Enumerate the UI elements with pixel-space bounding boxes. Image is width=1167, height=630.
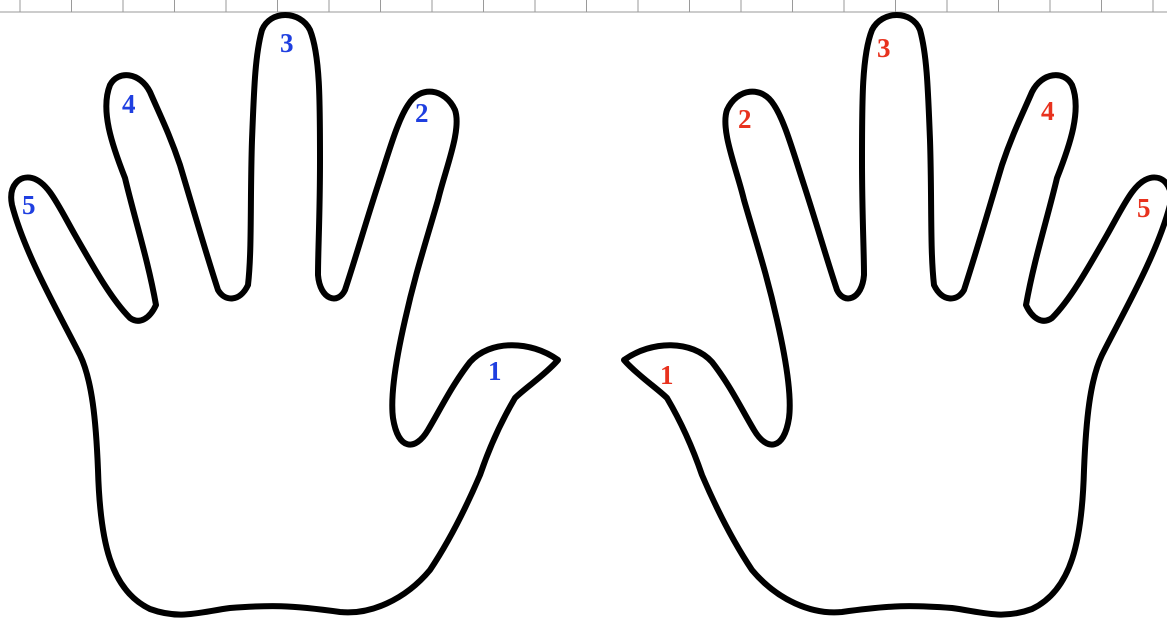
left-middle-number: 3 (280, 28, 294, 58)
right-thumb-number: 1 (660, 360, 674, 390)
left-pinky-number: 5 (22, 190, 36, 220)
right-hand-outline (624, 15, 1167, 615)
right-index-number: 2 (738, 104, 752, 134)
left-index-number: 2 (415, 98, 429, 128)
left-ring-number: 4 (122, 89, 136, 119)
right-hand (624, 15, 1167, 615)
right-middle-number: 3 (877, 33, 891, 63)
right-ring-number: 4 (1041, 96, 1055, 126)
left-hand: 1 2 3 4 5 (11, 15, 558, 615)
right-pinky-number: 5 (1137, 193, 1151, 223)
left-thumb-number: 1 (488, 356, 502, 386)
ruler-ticks (20, 0, 1153, 12)
left-hand-outline (11, 15, 558, 615)
top-ruler (0, 0, 1167, 12)
